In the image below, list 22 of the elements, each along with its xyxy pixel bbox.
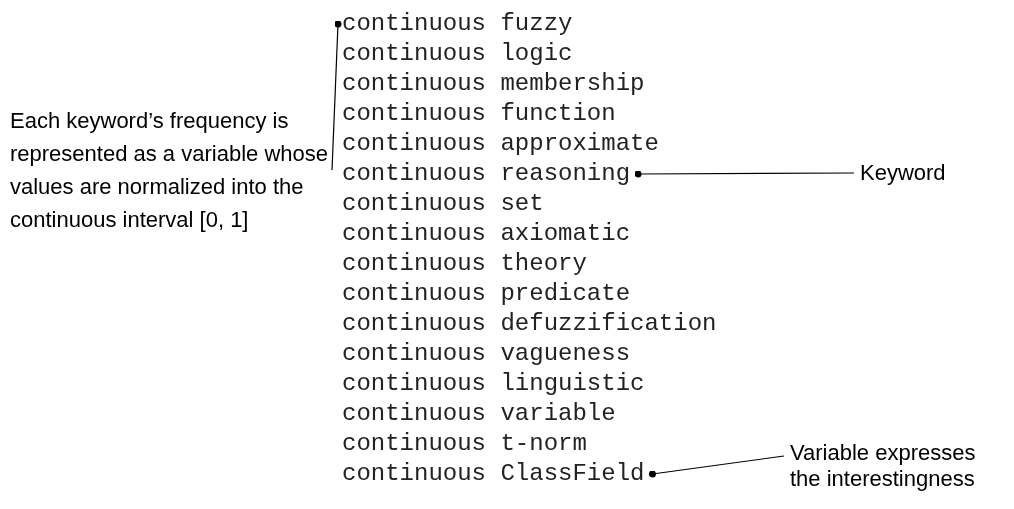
leader-line xyxy=(648,455,785,478)
code-line: continuous defuzzification xyxy=(342,309,717,339)
code-line: continuous reasoning xyxy=(342,159,631,189)
leader-line xyxy=(634,170,855,178)
code-line: continuous approximate xyxy=(342,129,659,159)
leader-line xyxy=(331,20,342,171)
code-line: continuous set xyxy=(342,189,544,219)
code-line: continuous vagueness xyxy=(342,339,631,369)
code-line: continuous membership xyxy=(342,69,645,99)
code-line: continuous axiomatic xyxy=(342,219,631,249)
code-line: continuous ClassField xyxy=(342,459,645,489)
code-line: continuous function xyxy=(342,99,616,129)
callout-text: Keyword xyxy=(860,160,1000,186)
callout-text: Each keyword’s frequency is represented as a variable whose values are normalized into the continuous interval [0, 1] xyxy=(10,104,328,236)
code-line: continuous theory xyxy=(342,249,587,279)
code-line: continuous variable xyxy=(342,399,616,429)
code-line: continuous linguistic xyxy=(342,369,645,399)
code-line: continuous logic xyxy=(342,39,573,69)
code-line: continuous fuzzy xyxy=(342,9,573,39)
code-line: continuous t-norm xyxy=(342,429,587,459)
code-line: continuous predicate xyxy=(342,279,631,309)
callout-text: Variable expresses the interestingness xyxy=(790,440,1012,492)
